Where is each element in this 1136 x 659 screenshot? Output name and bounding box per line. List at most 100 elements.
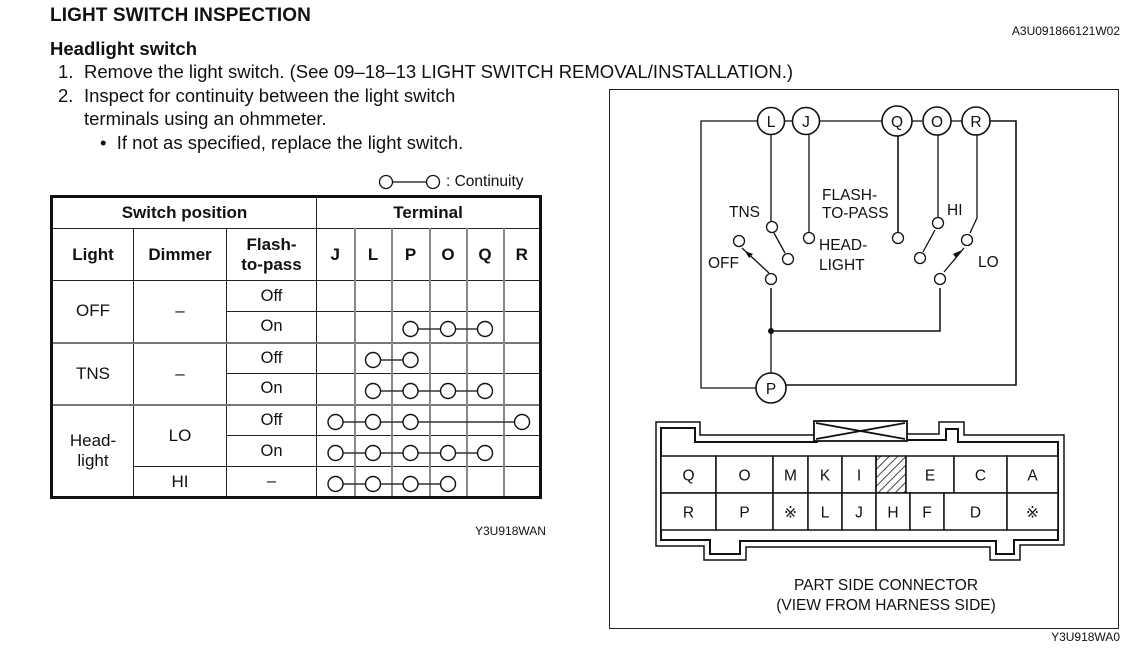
label-headlight-line2: LIGHT bbox=[819, 257, 865, 274]
cell-terminal bbox=[428, 311, 468, 343]
label-off: OFF bbox=[708, 255, 739, 272]
cell-terminal bbox=[390, 373, 431, 405]
cell-terminal bbox=[428, 466, 468, 498]
connector-pin-cell bbox=[1006, 455, 1059, 494]
cell-light: TNS bbox=[51, 341, 134, 405]
cell-terminal bbox=[428, 403, 468, 436]
connector-pin-label: F bbox=[922, 505, 931, 522]
connector-pin-label: L bbox=[821, 505, 830, 522]
terminal-q: Q bbox=[881, 105, 913, 137]
terminal-label: O bbox=[931, 114, 943, 131]
switch-contacts bbox=[732, 216, 974, 286]
cell-terminal bbox=[465, 341, 505, 374]
bullet-icon: • bbox=[100, 132, 117, 153]
header-terminal-p: P bbox=[390, 228, 431, 281]
cell-terminal bbox=[353, 311, 393, 343]
cell-terminal bbox=[390, 403, 431, 436]
contact-headlight bbox=[802, 231, 816, 245]
cell-terminal bbox=[502, 403, 542, 436]
terminal-o: O bbox=[922, 106, 952, 136]
connector-latch bbox=[813, 420, 908, 442]
connector-pin-cell bbox=[943, 492, 1008, 531]
connector-pin-label: O bbox=[738, 468, 750, 485]
cell-terminal bbox=[316, 373, 356, 405]
connector-pin-label: A bbox=[1027, 468, 1038, 485]
connector-pin-label: M bbox=[784, 468, 797, 485]
connector-pin-label: H bbox=[887, 505, 898, 522]
contact-hi bbox=[931, 216, 945, 230]
terminal-label: J bbox=[802, 114, 810, 131]
header-terminal-j: J bbox=[316, 228, 356, 281]
wire-commons bbox=[770, 288, 941, 332]
wire-r-drop bbox=[969, 135, 978, 234]
cell-terminal bbox=[316, 466, 356, 498]
connector-caption-line2: (VIEW FROM HARNESS SIDE) bbox=[776, 597, 996, 614]
lo-blade bbox=[943, 247, 965, 273]
connector-pin-label: K bbox=[820, 468, 831, 485]
contact-tns-pivot bbox=[781, 252, 795, 266]
header-terminal-l: L bbox=[353, 228, 393, 281]
junction-dot bbox=[768, 328, 774, 334]
off-arrow-icon bbox=[745, 251, 753, 258]
connector-pin-label: ※ bbox=[1026, 505, 1039, 522]
header-flash-to-pass: Flash-to-pass bbox=[225, 228, 318, 281]
cell-terminal bbox=[390, 435, 431, 467]
step-2-continued: terminals using an ohmmeter. bbox=[84, 108, 327, 129]
connector-pin-cell bbox=[660, 492, 717, 531]
connector-pin-label: P bbox=[739, 505, 749, 522]
continuity-table: Switch position Terminal Light Dimmer Fl… bbox=[50, 195, 543, 499]
header-switch-position: Switch position bbox=[50, 196, 318, 229]
cell-terminal bbox=[353, 403, 393, 436]
page-title: LIGHT SWITCH INSPECTION bbox=[50, 5, 311, 26]
contact-hi-pivot bbox=[913, 251, 927, 265]
cell-flash: Off bbox=[225, 341, 318, 374]
cell-terminal bbox=[465, 311, 505, 343]
header-terminal-q: Q bbox=[465, 228, 505, 281]
connector-pin-cell bbox=[841, 455, 877, 494]
cell-terminal bbox=[428, 341, 468, 374]
step-number: 2. bbox=[58, 85, 74, 106]
cell-terminal bbox=[316, 311, 356, 343]
label-tns: TNS bbox=[729, 204, 760, 221]
terminal-label: R bbox=[970, 114, 981, 131]
document-id: A3U091866121W02 bbox=[1011, 24, 1120, 38]
cell-terminal bbox=[390, 280, 431, 312]
connector-pin-label: C bbox=[975, 468, 986, 485]
terminal-j: J bbox=[791, 106, 821, 136]
header-dimmer: Dimmer bbox=[133, 228, 227, 281]
cell-terminal bbox=[316, 341, 356, 374]
cell-terminal bbox=[428, 373, 468, 405]
cell-dimmer: HI bbox=[133, 466, 227, 498]
diagram-figure-id: Y3U918WA0 bbox=[1051, 630, 1120, 644]
contact-flash bbox=[891, 231, 905, 245]
connector-pin-label: J bbox=[855, 505, 863, 522]
terminal-r: R bbox=[961, 106, 991, 136]
label-flash-line1: FLASH- bbox=[822, 187, 877, 204]
cell-terminal bbox=[465, 373, 505, 405]
continuity-legend: : Continuity bbox=[378, 173, 524, 191]
connector-pin-label: D bbox=[970, 505, 981, 522]
connector-pin-blocked bbox=[875, 455, 907, 494]
terminal-label: L bbox=[767, 114, 776, 131]
bullet-note: • If not as specified, replace the light… bbox=[100, 132, 463, 154]
legend-label: : Continuity bbox=[446, 173, 524, 190]
cell-flash: On bbox=[225, 435, 318, 467]
label-lo: LO bbox=[978, 254, 999, 271]
terminal-p: P bbox=[755, 372, 787, 404]
table-figure-id: Y3U918WAN bbox=[475, 524, 546, 538]
section-subtitle: Headlight switch bbox=[50, 38, 197, 59]
connector-pin-label: E bbox=[925, 468, 935, 485]
switch-diagram-panel: L J Q O R P TNS OFF FLASH- TO-PASS HEAD-… bbox=[609, 89, 1119, 629]
connector-pin-label: R bbox=[683, 505, 694, 522]
terminal-l: L bbox=[756, 106, 786, 136]
cell-terminal bbox=[465, 466, 505, 498]
cell-terminal bbox=[390, 311, 431, 343]
cell-dimmer: LO bbox=[133, 403, 227, 467]
table-row: On bbox=[52, 435, 542, 467]
cell-terminal bbox=[502, 341, 542, 374]
circuit-wires bbox=[700, 120, 1017, 389]
step-text: Inspect for continuity between the light… bbox=[84, 85, 456, 106]
connector-pin-cell bbox=[660, 455, 717, 494]
header-terminal: Terminal bbox=[316, 196, 542, 229]
